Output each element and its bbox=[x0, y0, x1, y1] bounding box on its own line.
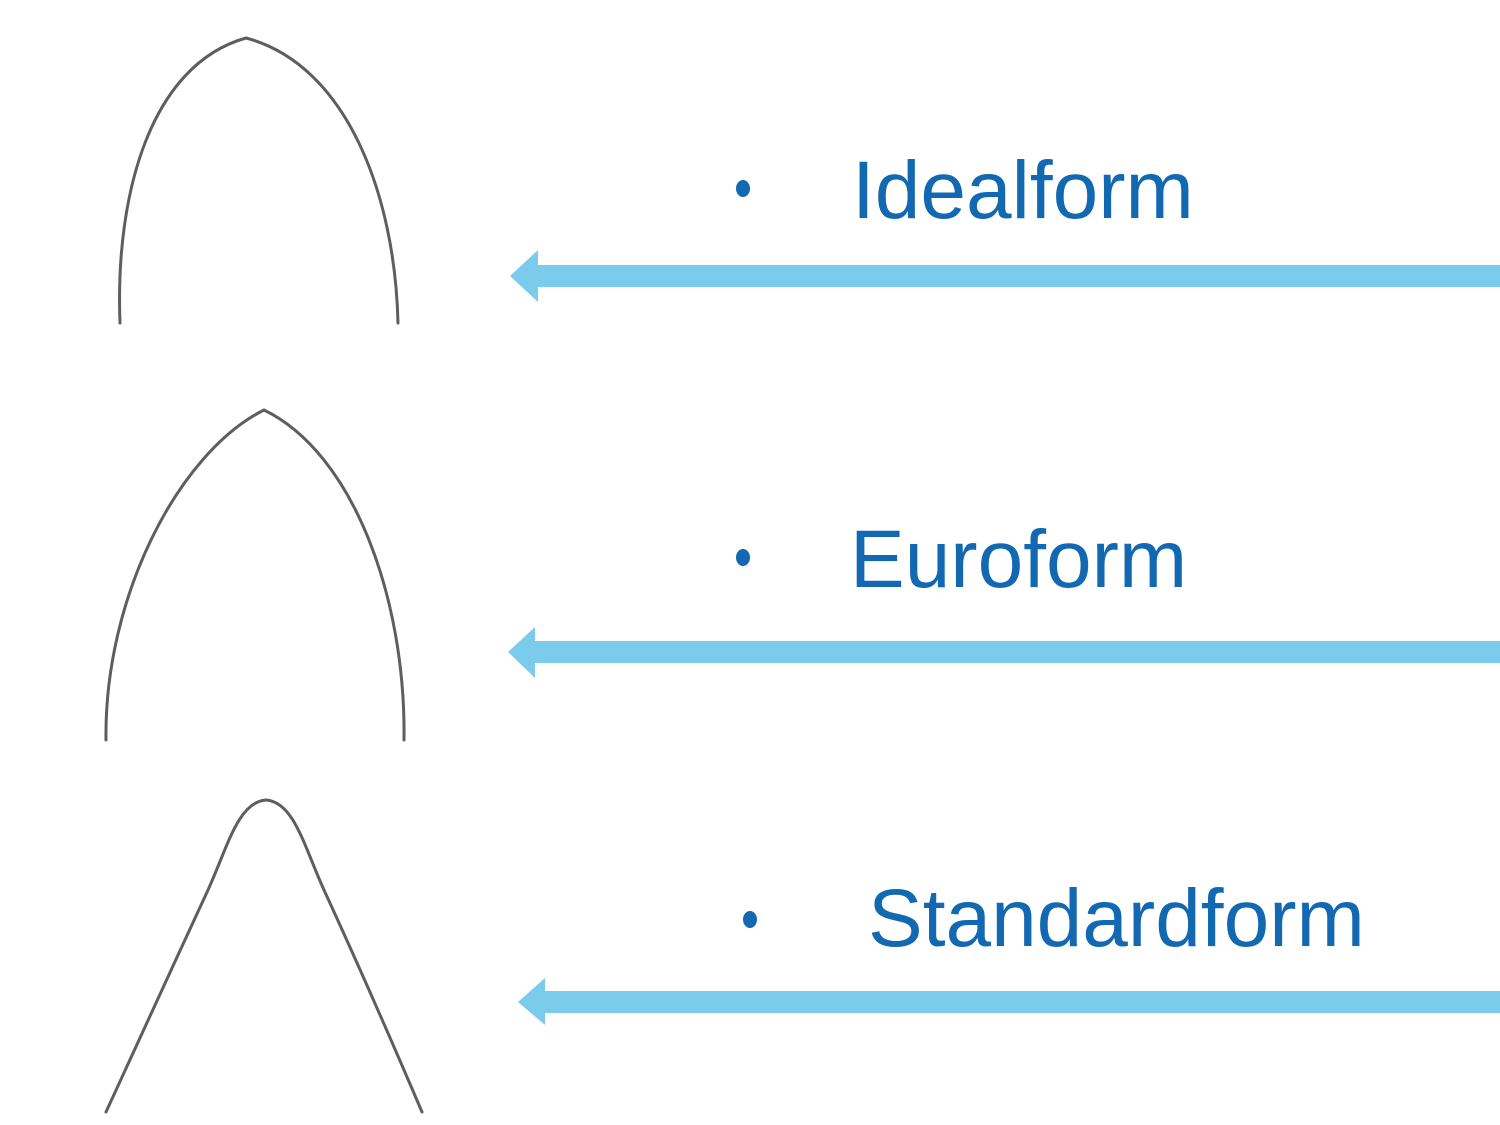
label-idealform: Idealform bbox=[852, 145, 1194, 236]
standardform-archwire-image bbox=[98, 790, 430, 1118]
left-arrow-icon-idealform bbox=[510, 248, 1500, 306]
archwire-curve-icon bbox=[118, 36, 400, 325]
bullet-dot-standardform bbox=[743, 911, 757, 928]
bullet-dot-idealform bbox=[736, 180, 750, 197]
label-standardform: Standardform bbox=[868, 873, 1365, 964]
label-euroform: Euroform bbox=[850, 514, 1188, 605]
idealform-archwire-image bbox=[105, 25, 405, 330]
archwire-curve-icon bbox=[104, 798, 424, 1114]
left-arrow-icon-euroform bbox=[508, 625, 1500, 681]
archwire-curve-icon bbox=[104, 408, 406, 742]
euroform-archwire-image bbox=[98, 398, 413, 748]
left-arrow-icon-standardform bbox=[518, 976, 1500, 1028]
bullet-dot-euroform bbox=[736, 549, 750, 566]
